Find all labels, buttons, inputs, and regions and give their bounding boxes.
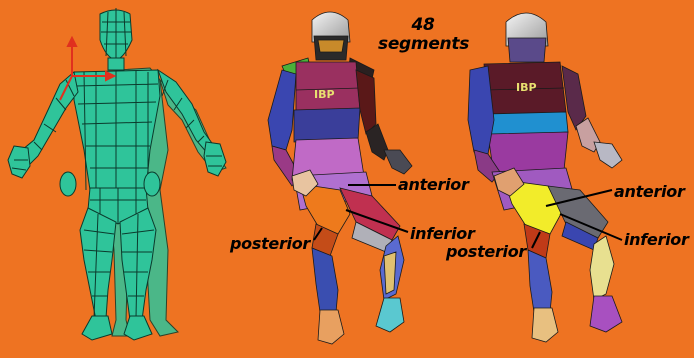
label-posterior-1: posterior bbox=[230, 236, 310, 252]
label-inferior-2: inferior bbox=[624, 232, 689, 248]
label-posterior-2: posterior bbox=[446, 244, 526, 260]
label-inferior-1: inferior bbox=[410, 226, 475, 242]
title-line-2: segments bbox=[378, 35, 468, 54]
torso-mark-right: IBP bbox=[516, 82, 537, 93]
segmented-mannequin-1 bbox=[268, 12, 412, 344]
wireframe-mannequin bbox=[8, 8, 226, 340]
figure-title: 48 segments bbox=[378, 16, 468, 54]
title-line-1: 48 bbox=[378, 16, 468, 35]
segmented-mannequin-2 bbox=[468, 13, 622, 342]
label-anterior-2: anterior bbox=[614, 184, 685, 200]
label-anterior-1: anterior bbox=[398, 177, 469, 193]
torso-mark-left: IBP bbox=[314, 89, 335, 100]
